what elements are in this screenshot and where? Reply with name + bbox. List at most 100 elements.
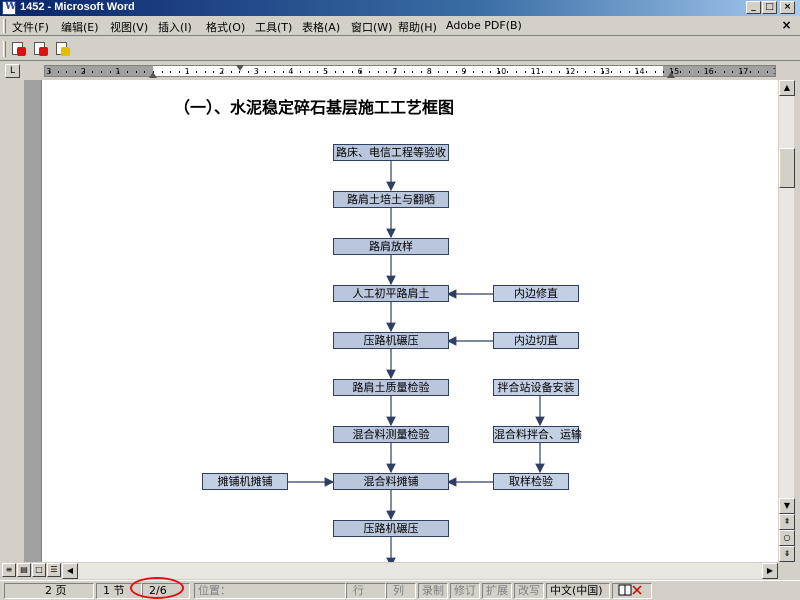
flow-step-manual-leveling: 人工初平路肩土	[333, 285, 449, 302]
flow-step-subgrade-acceptance: 路床、电信工程等验收	[333, 144, 449, 161]
status-line[interactable]: 行	[346, 583, 386, 599]
ruler-dot	[741, 71, 742, 73]
ruler-dot	[187, 71, 189, 73]
ruler-dot	[593, 71, 595, 73]
ruler-dot	[619, 71, 621, 73]
toolbar-grip[interactable]	[3, 41, 6, 57]
previous-page-icon[interactable]: ⇞	[779, 514, 795, 530]
outline-view-icon[interactable]: ☰	[47, 563, 61, 577]
convert-and-email-icon[interactable]	[32, 40, 50, 58]
horizontal-scrollbar[interactable]: ◀ ▶	[62, 563, 778, 579]
flow-step-mix-paving: 混合料摊铺	[333, 473, 449, 490]
menu-help[interactable]: 帮助(H)	[398, 21, 437, 34]
menu-window[interactable]: 窗口(W)	[351, 21, 393, 34]
flow-step-shoulder-soil-fill: 路肩土培土与翻晒	[333, 191, 449, 208]
ruler-dot	[697, 71, 699, 73]
close-button[interactable]: ×	[780, 1, 795, 14]
scroll-up-icon[interactable]: ▲	[779, 80, 795, 96]
ruler-dot	[369, 71, 370, 73]
next-page-icon[interactable]: ⇟	[779, 546, 795, 562]
scroll-down-icon[interactable]: ▼	[779, 498, 795, 514]
ruler-dot	[256, 71, 258, 73]
flow-side-plant-installation: 拌合站设备安装	[493, 379, 579, 396]
ruler-dot	[135, 71, 137, 73]
ruler-dot	[455, 71, 457, 73]
ruler-dot	[628, 71, 630, 73]
status-column[interactable]: 列	[386, 583, 416, 599]
menu-file[interactable]: 文件(F)	[12, 21, 49, 34]
horizontal-ruler[interactable]: 321123456789101112131415161718	[44, 65, 776, 77]
scroll-right-icon[interactable]: ▶	[762, 563, 778, 579]
ruler-row: L 321123456789101112131415161718	[0, 62, 800, 80]
ruler-dot	[239, 71, 241, 73]
menu-insert[interactable]: 插入(I)	[158, 21, 192, 34]
spelling-check-icon[interactable]	[612, 583, 652, 599]
ruler-dot	[222, 71, 223, 73]
menu-grip[interactable]	[3, 19, 6, 33]
ruler-dot	[706, 71, 708, 73]
first-line-indent-marker[interactable]	[236, 65, 244, 71]
left-indent-marker[interactable]	[149, 72, 157, 78]
ruler-tick-label: 4	[288, 66, 293, 76]
ruler-tick-label: 12	[565, 67, 576, 76]
vertical-ruler[interactable]	[24, 80, 42, 562]
ruler-dot	[559, 71, 561, 73]
scroll-left-icon[interactable]: ◀	[62, 563, 78, 579]
ruler-dot	[438, 71, 440, 73]
ruler-dot	[490, 71, 492, 73]
ruler-dot	[395, 71, 396, 73]
ruler-tick-label: 1	[115, 66, 120, 76]
word-app-icon[interactable]	[2, 1, 16, 15]
ruler-tick-label: 15	[669, 67, 680, 76]
ruler-dot	[126, 71, 128, 73]
print-layout-icon[interactable]: □	[32, 563, 46, 577]
ruler-dot	[568, 71, 569, 73]
ruler-dot	[689, 71, 691, 73]
vertical-scrollbar[interactable]: ▲ ▼ ⇞ ○ ⇟	[778, 80, 795, 562]
minimize-button[interactable]: _	[746, 1, 761, 14]
status-bar: 2 页 1 节 2/6 位置： 行 列 录制 修订 扩展 改写 中文(中国)	[0, 580, 800, 600]
status-language[interactable]: 中文(中国)	[546, 583, 610, 599]
menu-format[interactable]: 格式(O)	[206, 21, 246, 34]
ruler-dot	[204, 71, 206, 73]
menu-edit[interactable]: 编辑(E)	[61, 21, 99, 34]
ruler-dot	[248, 71, 249, 73]
convert-to-pdf-icon[interactable]	[10, 40, 28, 58]
ruler-dot	[386, 71, 388, 73]
ruler-dot	[299, 71, 301, 73]
flow-side-mixing-transport: 混合料拌合、运输	[493, 426, 582, 443]
ruler-dot	[308, 71, 310, 73]
close-document-button[interactable]: ×	[781, 18, 792, 32]
menu-tools[interactable]: 工具(T)	[255, 21, 293, 34]
scroll-thumb[interactable]	[779, 148, 795, 188]
ruler-tick-label: 13	[599, 67, 610, 76]
normal-view-icon[interactable]: ≡	[2, 563, 16, 577]
flow-step-rolling-1: 压路机碾压	[333, 332, 449, 349]
document-page[interactable]: （一）、水泥稳定碎石基层施工工艺框图 路床、电信工程等验收 路肩土培土与翻晒	[42, 80, 778, 562]
ruler-tick-label: 3	[46, 66, 51, 76]
right-indent-marker[interactable]	[667, 72, 675, 78]
ruler-dot	[412, 71, 414, 73]
page-count-highlight	[130, 577, 184, 599]
document-title: （一）、水泥稳定碎石基层施工工艺框图	[174, 98, 455, 117]
ruler-dot	[100, 71, 102, 73]
ruler-tick-label: 2	[81, 66, 86, 76]
ruler-dot	[481, 71, 483, 73]
menu-adobe-pdf[interactable]: Adobe PDF(B)	[446, 19, 522, 32]
status-ovr[interactable]: 改写	[514, 583, 544, 599]
convert-and-review-icon[interactable]	[54, 40, 72, 58]
status-trk[interactable]: 修订	[450, 583, 480, 599]
status-position[interactable]: 位置：	[194, 583, 346, 599]
web-layout-icon[interactable]: ▤	[17, 563, 31, 577]
ruler-dot	[524, 71, 526, 73]
ruler-left-margin	[45, 66, 153, 76]
maximize-button[interactable]: □	[762, 1, 777, 14]
menu-view[interactable]: 视图(V)	[110, 21, 149, 34]
status-rec[interactable]: 录制	[418, 583, 448, 599]
ruler-dot	[92, 71, 94, 73]
menu-table[interactable]: 表格(A)	[302, 21, 341, 34]
tab-selector[interactable]: L	[5, 64, 20, 78]
select-browse-object-icon[interactable]: ○	[779, 530, 795, 546]
status-ext[interactable]: 扩展	[482, 583, 512, 599]
status-page[interactable]: 2 页	[4, 583, 94, 599]
